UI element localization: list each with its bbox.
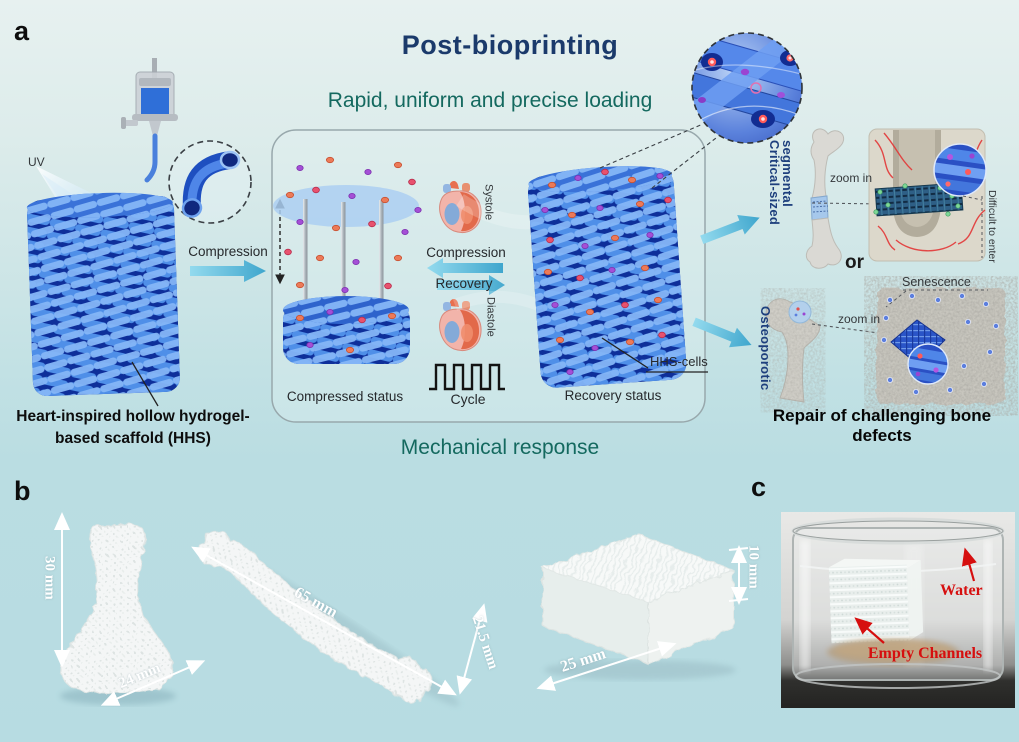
senescence-label: Senescence [902,275,971,289]
dim-65mm-arrow [191,546,457,696]
empty-channels-arrow [854,617,885,644]
dim-30mm-label: 30 mm [41,556,58,600]
dim-24mm-arrow [100,660,206,706]
zoom-in-top-label: zoom in [830,171,873,185]
water-label: Water [940,582,983,599]
bioprinter-syringe-illustration [121,58,178,183]
panel-c-label: c [751,472,767,502]
uv-label: UV [28,155,45,169]
systole-label: Systole [482,184,495,221]
panel-a-subtitle: Rapid, uniform and precise loading [327,89,653,112]
cycle-waveform [429,363,505,391]
branch-arrow-top [700,214,760,245]
cells-in-channels-inset [691,32,803,144]
compression-label: Compression [426,245,506,260]
osteoporotic-block-illustration [877,288,1005,404]
compression-step-label: Compression [188,244,268,259]
panel-a-title: Post-bioprinting [401,30,619,60]
branch-arrow-bottom [692,317,752,348]
hhs-scaffold-illustration [26,192,180,407]
diastole-label: Diastole [484,297,497,337]
dim-215mm-arrow [456,603,488,695]
panel-b-label: b [14,476,31,506]
mechanical-response-label: Mechanical response [400,436,600,459]
compression-step-arrow [190,260,266,282]
zoom-in-bottom-line [811,323,887,335]
cycle-label: Cycle [450,391,486,407]
compressed-status-label: Compressed status [286,389,404,404]
compressed-scaffold-illustration [273,156,422,364]
zoom-in-bottom-label: zoom in [838,312,881,326]
segmental-defect-illustration [868,128,987,262]
osteoporotic-femur-illustration [765,298,821,403]
recovery-status-label: Recovery status [564,388,662,403]
beaker-photo [781,512,1015,708]
dim-25mm-arrow [536,641,677,691]
empty-channels-label: Empty Channels [867,645,983,662]
dim-10mm-label: 10 mm [745,545,762,589]
hhs-cells-label: HHS-cells [650,354,708,369]
hhs-caption: Heart-inspired hollow hydrogel- based sc… [16,408,250,447]
recovery-label: Recovery [435,276,493,291]
or-label: or [845,252,864,273]
dim-10mm-arrow [728,545,749,605]
compression-recovery-arrows [427,258,505,295]
repair-caption: Repair of challenging bone defects [772,406,992,445]
panel-a-label: a [14,16,30,46]
critical-sized-label: Critical-sized segmental [767,140,795,226]
water-arrow [961,547,977,582]
recovery-scaffold-illustration [452,123,717,388]
critical-bone-illustration [805,128,844,269]
osteoporotic-label: Osteoporotic [757,306,773,391]
difficult-to-enter-label: Difficult to enter [986,190,999,263]
hollow-strand-inset [168,140,252,224]
